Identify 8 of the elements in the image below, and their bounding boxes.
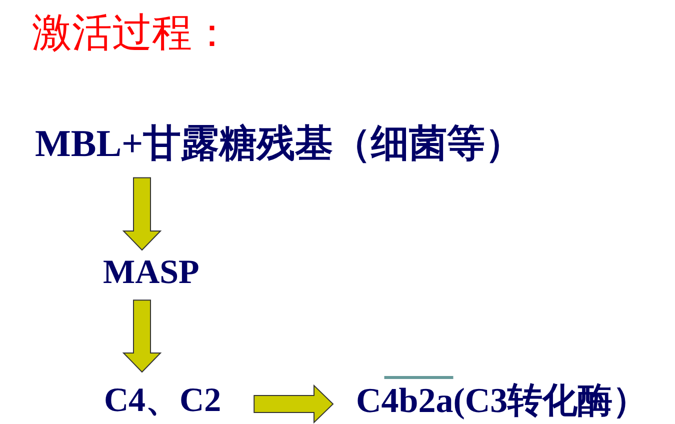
- step-label: MBL+甘露糖残基（细菌等）: [35, 123, 524, 167]
- title: 激活过程：: [32, 10, 232, 56]
- step-label: C4b2a(C3转化酶）: [356, 381, 648, 422]
- step-label: MASP: [103, 253, 200, 292]
- block-arrow: [254, 384, 334, 424]
- block-arrow: [122, 177, 162, 251]
- step-label: C4、C2: [104, 381, 222, 420]
- block-arrow: [122, 300, 162, 373]
